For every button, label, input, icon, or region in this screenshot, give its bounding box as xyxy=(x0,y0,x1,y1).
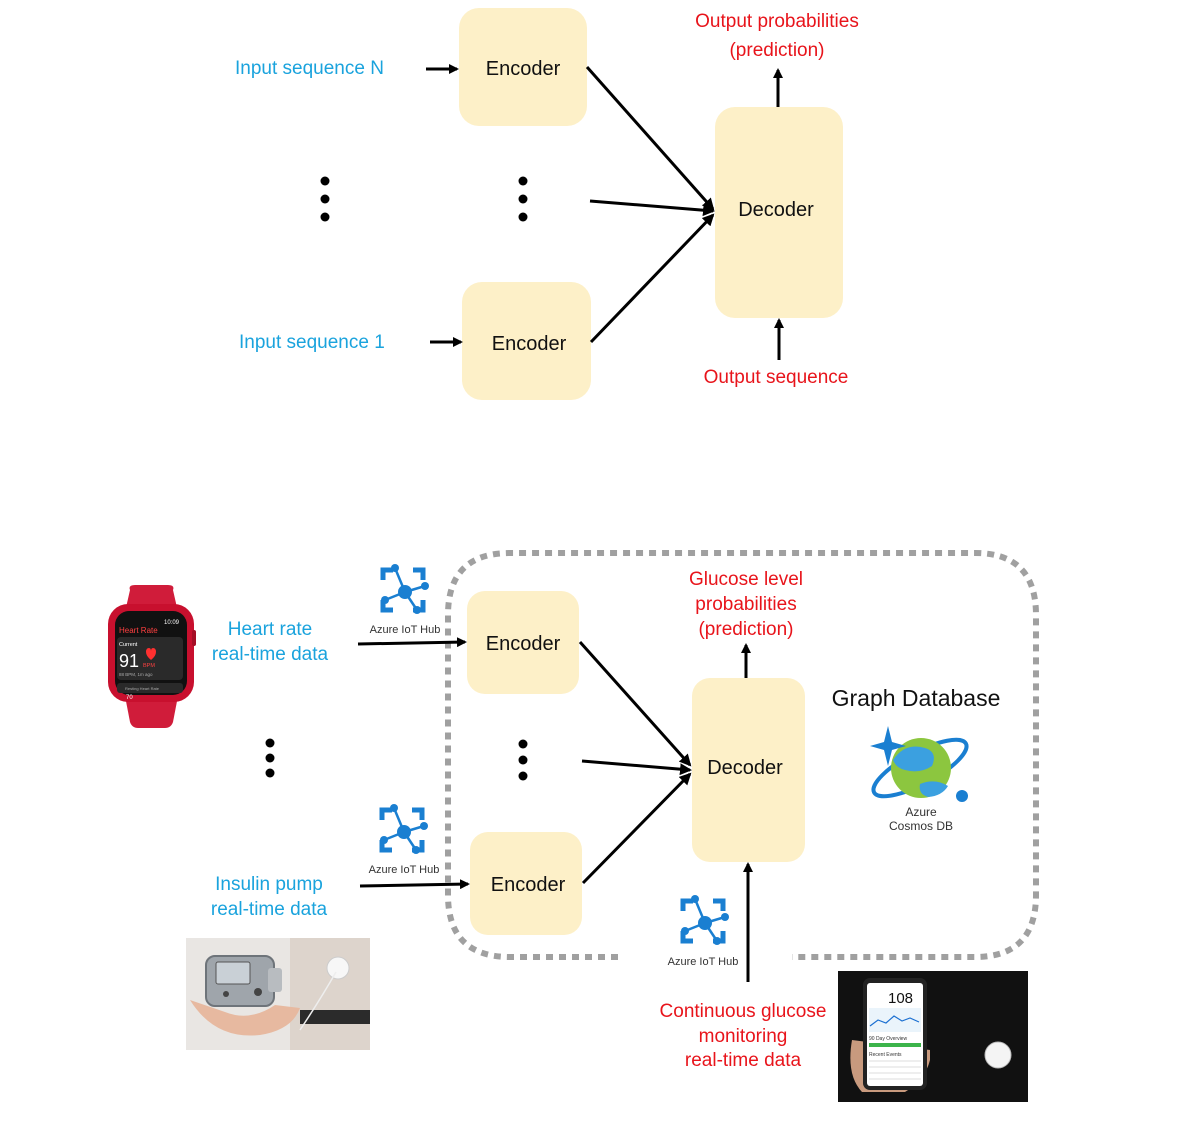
svg-text:Recent Events: Recent Events xyxy=(869,1052,902,1058)
cgm-line1: Continuous glucose xyxy=(660,1001,827,1022)
bottom-ellipsis-middle xyxy=(518,739,528,781)
top-ellipsis-left xyxy=(320,176,330,222)
heart-rate-line2: real-time data xyxy=(212,644,329,665)
heart-rate-line1: Heart rate xyxy=(228,619,312,640)
svg-text:BPM: BPM xyxy=(143,663,155,669)
bottom-arrow-mid-to-dec xyxy=(581,759,692,776)
cosmos-label-line1: Azure xyxy=(905,805,937,819)
top-encoder-1-label: Encoder xyxy=(492,333,567,355)
bottom-encoder-insulin-box xyxy=(470,832,582,935)
svg-text:108: 108 xyxy=(888,990,913,1007)
glucose-line1: Glucose level xyxy=(689,569,803,590)
top-input-1-label: Input sequence 1 xyxy=(239,332,385,353)
cosmos-label-line2: Cosmos DB xyxy=(889,819,953,833)
top-encoder-n-label: Encoder xyxy=(486,58,561,80)
svg-text:70: 70 xyxy=(126,695,133,701)
svg-text:Heart Rate: Heart Rate xyxy=(119,626,158,635)
top-output-sequence-label: Output sequence xyxy=(704,367,849,388)
azure-cosmos-db-icon xyxy=(870,726,969,802)
svg-text:91: 91 xyxy=(119,651,139,671)
top-input-n-label: Input sequence N xyxy=(235,58,384,79)
glucose-line3: (prediction) xyxy=(698,619,793,640)
bottom-decoder-box xyxy=(692,678,805,862)
iot-hub-label-1: Azure IoT Hub xyxy=(370,624,441,636)
top-arrow-mid-to-dec xyxy=(589,199,715,217)
top-arrow-enc-n-to-dec xyxy=(585,66,715,211)
bottom-ellipsis-left xyxy=(265,738,275,778)
iot-hub-label-2: Azure IoT Hub xyxy=(369,864,440,876)
azure-iot-hub-icon xyxy=(681,895,729,945)
top-output-probs-line1: Output probabilities xyxy=(695,11,859,32)
bottom-arrow-enc-heart-to-dec xyxy=(578,641,692,767)
top-arrow-enc-1-to-dec xyxy=(589,213,715,344)
top-diagram: Encoder Encoder Decoder Input sequence N… xyxy=(235,8,859,400)
cgm-phone-photo: 108 90 Day Overview Recent Events xyxy=(838,971,1028,1102)
smartwatch-photo: 10:09 Heart Rate Current 91 BPM 88 BPM, … xyxy=(108,585,196,728)
azure-iot-hub-icon xyxy=(380,804,428,854)
top-decoder-box xyxy=(715,107,843,318)
insulin-pump-photo xyxy=(186,938,370,1050)
dashed-boundary xyxy=(445,550,1039,960)
svg-text:10:09: 10:09 xyxy=(164,620,180,626)
top-encoder-1-box xyxy=(462,282,591,400)
svg-text:90 Day Overview: 90 Day Overview xyxy=(869,1036,907,1042)
top-encoder-n-box xyxy=(459,8,587,126)
bottom-diagram: Encoder Encoder Decoder Heart rate real-… xyxy=(108,550,1039,1102)
bottom-encoder-heart-box xyxy=(467,591,579,694)
cgm-line3: real-time data xyxy=(685,1050,802,1071)
azure-iot-hub-icon xyxy=(381,564,429,614)
iot-hub-label-3: Azure IoT Hub xyxy=(668,956,739,968)
cgm-line2: monitoring xyxy=(699,1026,788,1047)
svg-text:Resting Heart Rate: Resting Heart Rate xyxy=(125,686,160,691)
top-output-probs-line2: (prediction) xyxy=(729,40,824,61)
top-ellipsis-middle xyxy=(518,176,528,222)
insulin-line2: real-time data xyxy=(211,899,328,920)
bottom-decoder-label: Decoder xyxy=(707,757,783,779)
glucose-line2: probabilities xyxy=(695,594,796,615)
bottom-arrow-enc-insulin-to-dec xyxy=(581,772,692,885)
graph-database-label: Graph Database xyxy=(832,685,1001,711)
top-decoder-label: Decoder xyxy=(738,199,814,221)
insulin-line1: Insulin pump xyxy=(215,874,323,895)
bottom-arrow-heart-to-encoder xyxy=(357,637,467,648)
bottom-encoder-heart-label: Encoder xyxy=(486,633,561,655)
bottom-encoder-insulin-label: Encoder xyxy=(491,874,566,896)
bottom-arrow-insulin-to-encoder xyxy=(359,879,470,890)
svg-text:Current: Current xyxy=(119,642,138,648)
svg-text:88 BPM, 1m ago: 88 BPM, 1m ago xyxy=(119,672,153,677)
